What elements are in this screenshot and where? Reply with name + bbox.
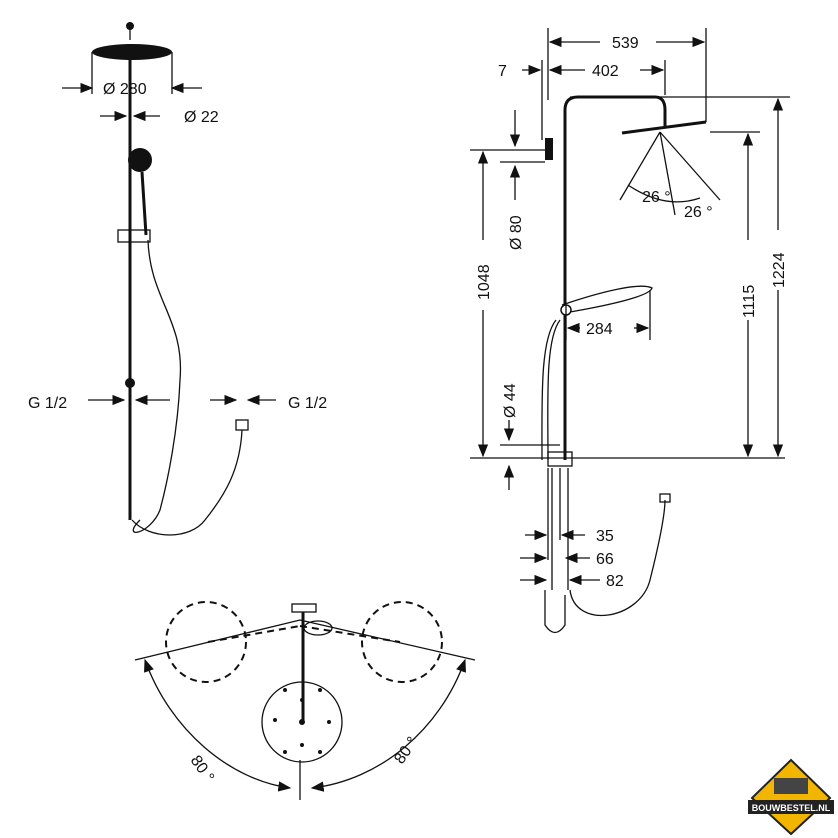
- rail-length-label: 1048: [476, 264, 493, 300]
- hand-shower-side: [561, 285, 653, 313]
- hose: [132, 239, 182, 533]
- head-diameter-label: Ø 280: [103, 81, 147, 98]
- spray-angle-label-2: 26 °: [684, 204, 713, 221]
- total-height-label: 1224: [771, 252, 788, 288]
- hand-shower-diameter-label: Ø 80: [508, 215, 525, 250]
- slider: [117, 229, 151, 243]
- connection-label-left: G 1/2: [28, 395, 67, 412]
- bouwbestel-logo: BOUWBESTEL.NL: [748, 758, 834, 836]
- depth-label-1: 35: [596, 528, 614, 545]
- height-head-label: 1115: [741, 285, 758, 318]
- front-view: Ø 280 Ø 22 G 1/2 G 1/2: [28, 22, 327, 536]
- arm-length-label: 402: [592, 63, 619, 80]
- wall-offset-label: 7: [498, 63, 507, 80]
- holder-diameter-label: Ø 44: [502, 383, 519, 418]
- hand-shower: [128, 148, 152, 172]
- overhead-shower-head: [92, 44, 172, 60]
- depth-label-2: 66: [596, 551, 614, 568]
- spray-angle-label-1: 26 °: [642, 189, 671, 206]
- rail-diameter-label: Ø 22: [184, 109, 219, 126]
- side-rail: [563, 95, 667, 460]
- connection-label-right: G 1/2: [288, 395, 327, 412]
- side-view: 539 7 402 26 ° 26 ° Ø 80 1048 1115 1224 …: [470, 28, 790, 634]
- logo-text: BOUWBESTEL.NL: [752, 803, 831, 813]
- swivel-angle-right: 80 °: [391, 734, 421, 767]
- depth-label-3: 82: [606, 573, 624, 590]
- arm-total-label: 539: [612, 35, 639, 52]
- swivel-position-right: [361, 601, 443, 683]
- top-view: 80 ° 80 °: [134, 601, 476, 800]
- swivel-angle-left: 80 °: [187, 753, 217, 786]
- hand-shower-length-label: 284: [586, 321, 613, 338]
- swivel-position-left: [165, 601, 247, 683]
